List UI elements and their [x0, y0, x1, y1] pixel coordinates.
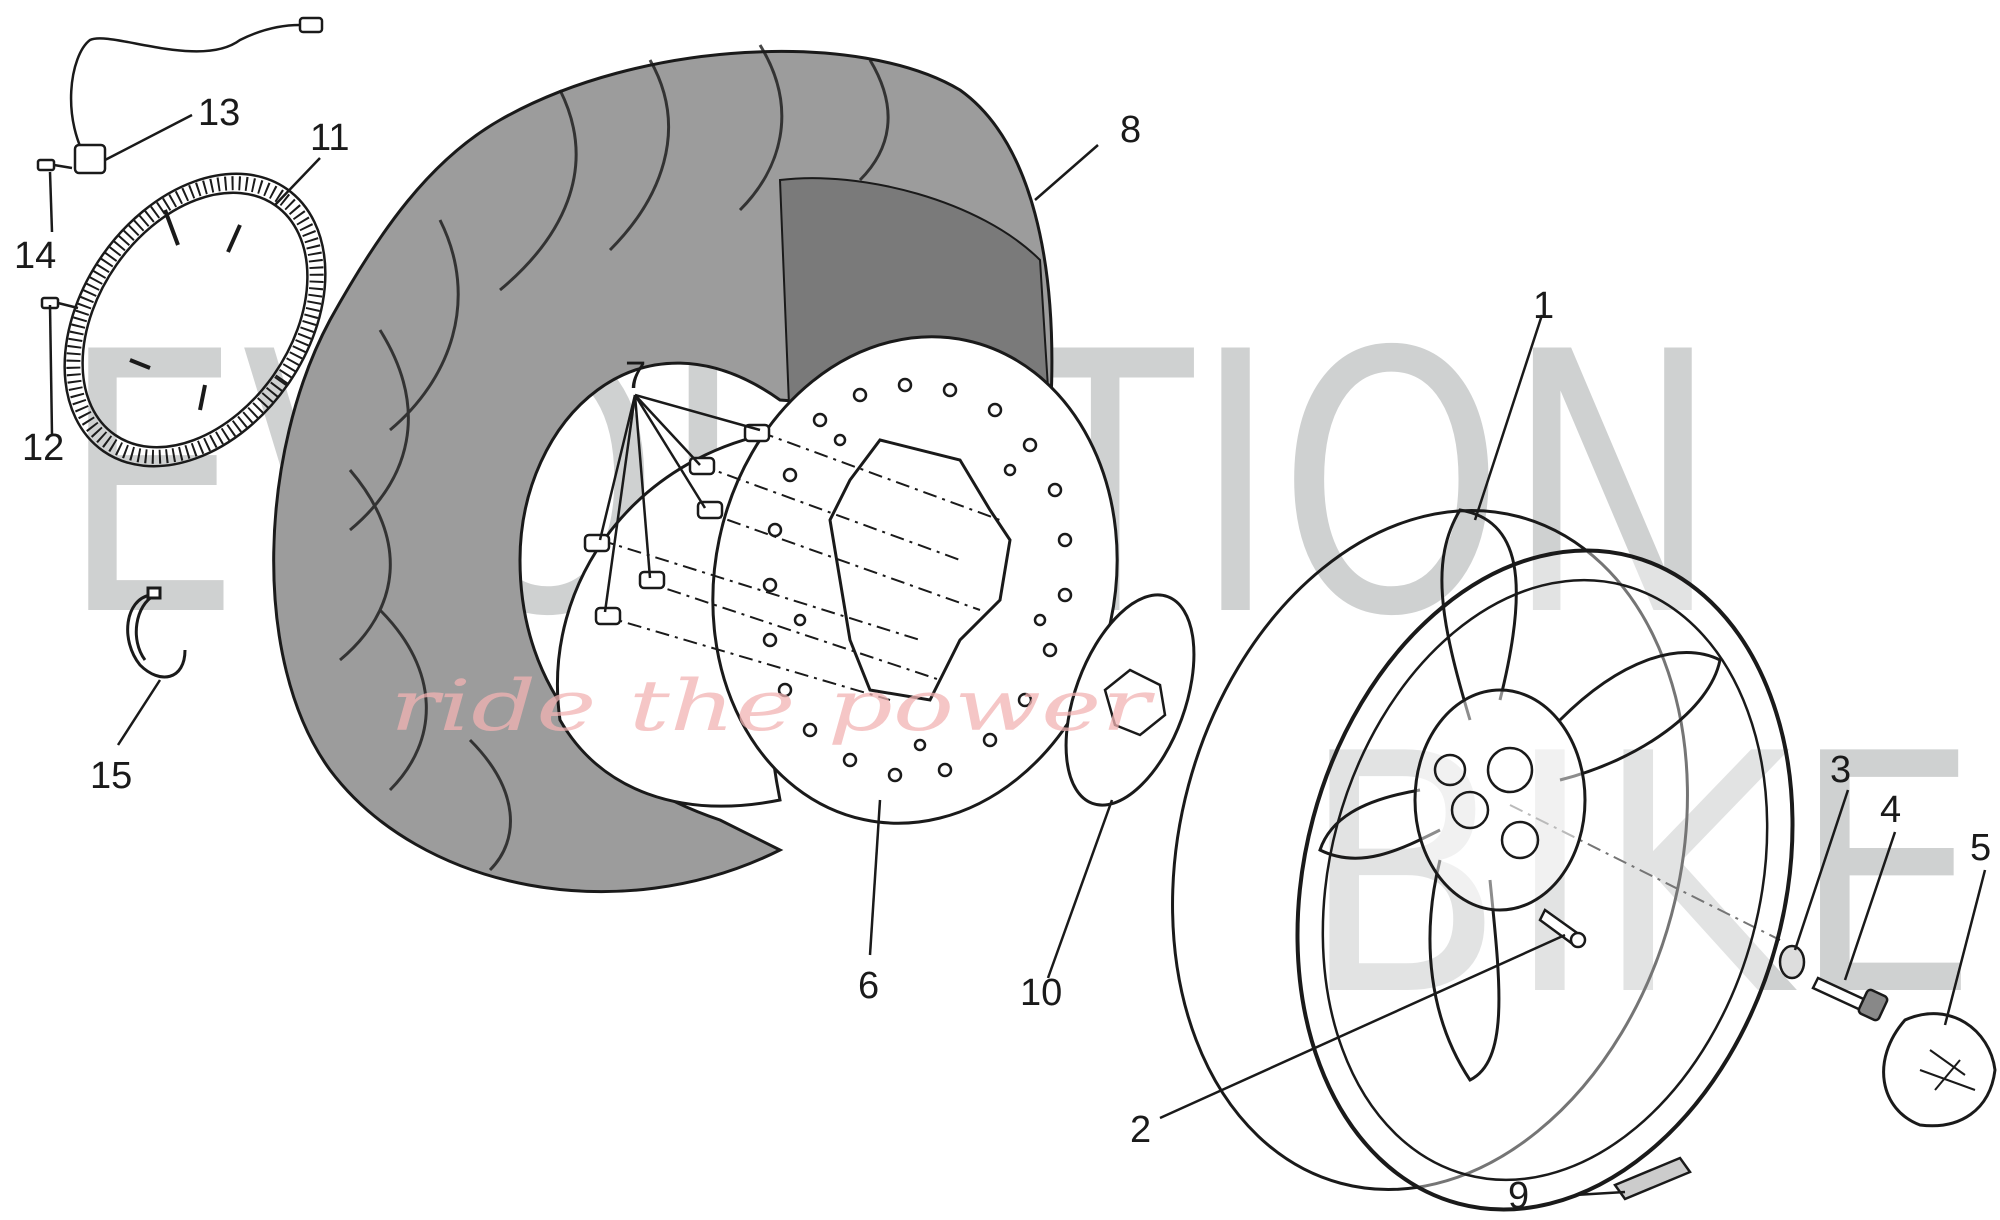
abs-tone-ring — [63, 172, 327, 468]
callout-12: 12 — [22, 427, 64, 469]
callout-8: 8 — [1120, 109, 1141, 151]
tire-tread — [339, 44, 890, 872]
rim — [1171, 508, 1795, 1212]
leader-lines — [48, 113, 1987, 1197]
brake-disc-holes — [762, 377, 1073, 783]
callouts: 1 2 3 4 5 6 7 8 9 10 11 12 13 14 15 — [14, 92, 1991, 1217]
callout-6: 6 — [858, 965, 879, 1007]
rim-spoke — [1318, 788, 1441, 860]
callout-15: 15 — [90, 755, 132, 797]
callout-9: 9 — [1508, 1175, 1529, 1217]
watermark-slogan: ride the power — [390, 665, 1155, 747]
callout-11: 11 — [310, 117, 349, 159]
callout-3: 3 — [1830, 749, 1851, 791]
small-screws — [36, 158, 79, 310]
brake-disc-center-hole — [828, 438, 1012, 702]
abs-sensor — [69, 16, 324, 175]
callout-4: 4 — [1880, 789, 1901, 831]
callout-5: 5 — [1970, 827, 1991, 869]
callout-1: 1 — [1533, 285, 1554, 327]
rim-outer-back — [1171, 509, 1689, 1191]
spacer-plate — [1064, 593, 1196, 807]
disc-screws — [583, 423, 771, 626]
tire-valve — [1538, 908, 1587, 949]
rim-spoke — [1440, 508, 1518, 721]
callout-13: 13 — [198, 92, 240, 134]
rim-spoke — [1558, 651, 1722, 782]
balance-weight — [1613, 1156, 1692, 1201]
callout-2: 2 — [1130, 1109, 1151, 1151]
brake-disc — [711, 335, 1119, 825]
cable-clip — [126, 586, 187, 679]
axle-bolt — [1811, 976, 1889, 1022]
callout-7: 7 — [625, 355, 646, 397]
hub-cap — [1882, 1012, 1997, 1128]
callout-10: 10 — [1020, 972, 1062, 1014]
rim-hub — [1413, 688, 1587, 912]
washer — [1778, 944, 1806, 980]
callout-14: 14 — [14, 235, 56, 277]
